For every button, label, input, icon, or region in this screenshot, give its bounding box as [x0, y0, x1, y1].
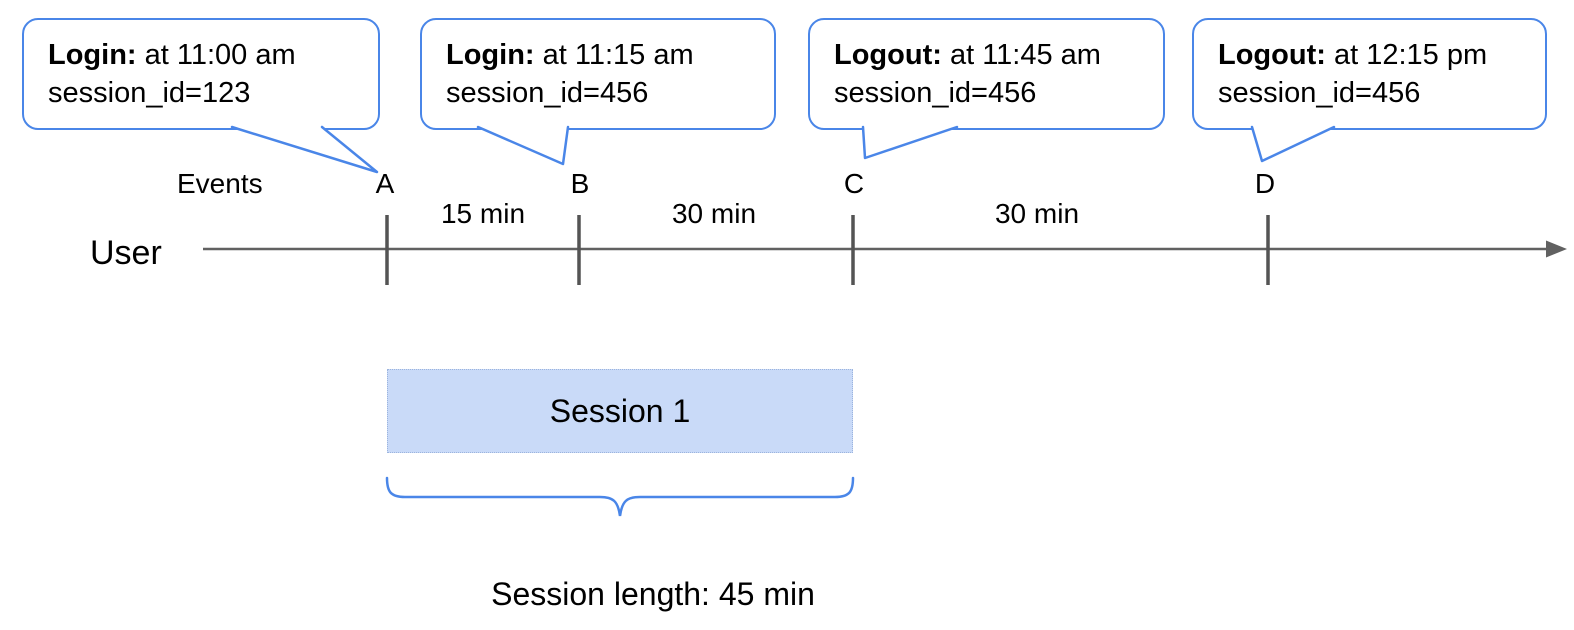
session-id-label: session_id=456 — [446, 77, 649, 109]
events-row-label: Events — [177, 168, 263, 199]
user-row-label: User — [90, 234, 162, 272]
session-1-label: Session 1 — [549, 392, 691, 429]
event-letter-d: D — [1254, 168, 1276, 199]
event-letter-b: B — [570, 168, 590, 199]
session-length-brace — [385, 476, 855, 517]
session-id-label: session_id=123 — [48, 77, 251, 109]
callout-line1: Login: at 11:15 am — [446, 36, 764, 74]
interval-c-d-label: 30 min — [994, 198, 1080, 229]
event-type-label: Login: — [446, 39, 535, 71]
timeline-arrowhead-icon — [1546, 240, 1567, 258]
event-time-label: at 11:45 am — [949, 39, 1101, 71]
callout-line1: Login: at 11:00 am — [48, 36, 368, 74]
callout-tail-b — [476, 125, 570, 166]
session-length-label: Session length: 45 min — [491, 576, 815, 612]
callout-line1: Logout: at 12:15 pm — [1218, 36, 1535, 74]
callout-tail-a — [230, 125, 379, 174]
event-type-label: Login: — [48, 39, 137, 71]
event-type-label: Logout: — [834, 39, 942, 71]
interval-a-b-label: 15 min — [440, 198, 526, 229]
event-type-label: Logout: — [1218, 39, 1326, 71]
event-letter-c: C — [843, 168, 865, 199]
callout-event-b: Login: at 11:15 am session_id=456 — [420, 18, 776, 130]
callout-tail-d — [1250, 125, 1336, 163]
interval-b-c-label: 30 min — [671, 198, 757, 229]
event-time-label: at 11:00 am — [144, 39, 296, 71]
session-id-label: session_id=456 — [834, 77, 1037, 109]
event-time-label: at 12:15 pm — [1333, 39, 1488, 71]
callout-event-c: Logout: at 11:45 am session_id=456 — [808, 18, 1165, 130]
session-id-label: session_id=456 — [1218, 77, 1421, 109]
event-letter-a: A — [375, 168, 395, 199]
callout-event-a: Login: at 11:00 am session_id=123 — [22, 18, 380, 130]
session-1-box: Session 1 — [387, 369, 853, 453]
callout-event-d: Logout: at 12:15 pm session_id=456 — [1192, 18, 1547, 130]
callout-tail-c — [861, 125, 959, 160]
callout-line1: Logout: at 11:45 am — [834, 36, 1153, 74]
event-time-label: at 11:15 am — [542, 39, 694, 71]
